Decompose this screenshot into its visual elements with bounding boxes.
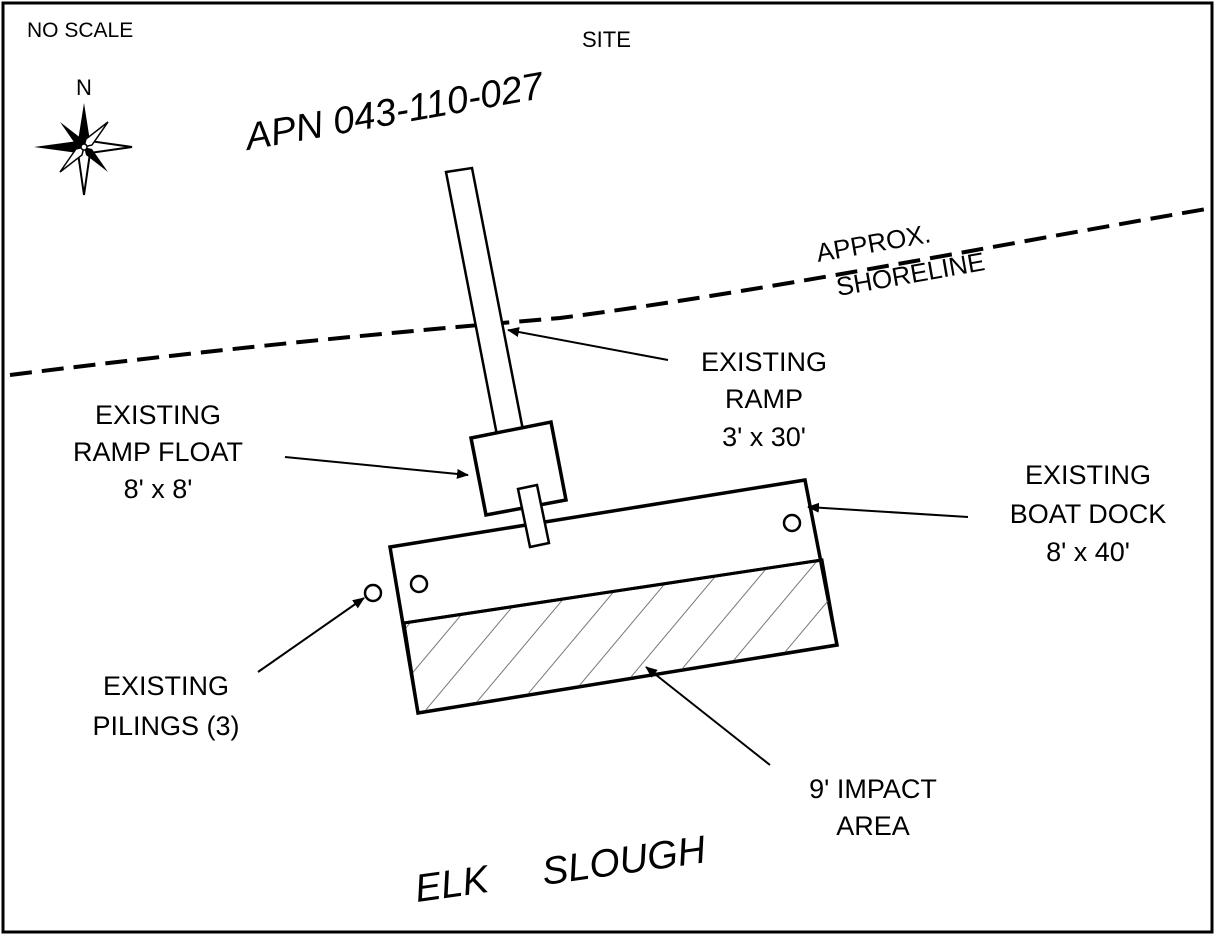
existing-boat-dock-label: EXISTING BOAT DOCK 8' x 40' [1010,460,1167,567]
north-letter: N [76,75,92,100]
ramp-label-line2: RAMP [725,384,803,414]
parcel-number-label: APN 043-110-027 [240,65,548,159]
impact-area-label: 9' IMPACT AREA [809,774,937,841]
ramp-label-line1: EXISTING [701,347,827,377]
existing-ramp-float-shape [468,419,569,518]
ramp-float-label-line3: 8' x 8' [124,474,193,504]
boat-dock-label-line2: BOAT DOCK [1010,499,1167,529]
water-body-name-word2: SLOUGH [539,828,709,894]
boat-dock-label-line3: 8' x 40' [1046,537,1130,567]
ramp-float-label-line1: EXISTING [95,400,221,430]
ramp-leader-arrow [507,327,669,361]
existing-ramp-label: EXISTING RAMP 3' x 30' [701,347,827,452]
boat-dock-leader-arrow [807,502,969,518]
pilings-leader-arrow [257,597,365,673]
piling-1 [363,583,383,603]
ramp-float-leader-arrow [284,456,469,479]
piling-3 [782,513,802,533]
approx-shoreline-line [9,206,1213,377]
impact-label-line2: AREA [836,811,910,841]
existing-ramp-float-label: EXISTING RAMP FLOAT 8' x 8' [73,400,243,504]
north-arrow-compass-icon: N [34,75,133,196]
piling-2 [409,574,429,594]
impact-area-leader-arrow [645,666,771,766]
existing-ramp-shape [444,166,530,463]
dock-connector-ramp-shape [516,483,551,549]
impact-label-line1: 9' IMPACT [809,774,937,804]
ramp-float-label-line2: RAMP FLOAT [73,437,243,467]
site-label: SITE [582,27,631,52]
water-body-name-word1: ELK [412,858,493,911]
boat-dock-label-line1: EXISTING [1025,460,1151,490]
pilings-label-line2: PILINGS (3) [92,711,239,741]
impact-area-edge [403,558,823,625]
no-scale-note: NO SCALE [27,19,133,42]
existing-pilings-label: EXISTING PILINGS (3) [92,671,239,741]
ramp-label-line3: 3' x 30' [722,422,806,452]
pilings-label-line1: EXISTING [103,671,229,701]
